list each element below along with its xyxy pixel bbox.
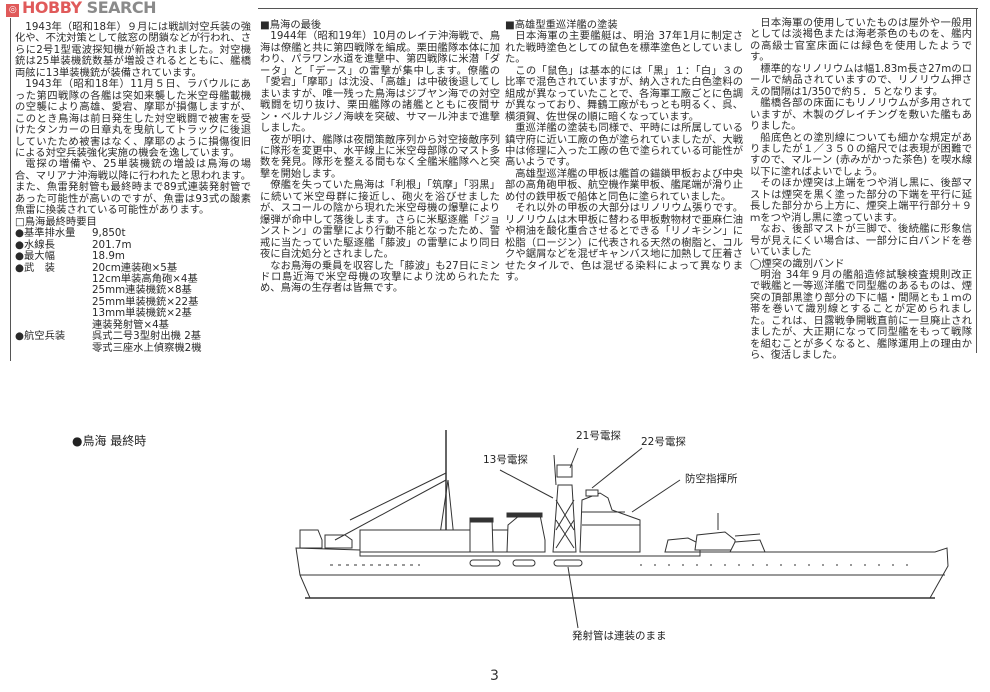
callout-aa-command: 防空指揮所 <box>685 473 738 485</box>
fore-turret <box>729 539 766 553</box>
paragraph: 船底色との塗別線についても細かな規定がありましたが１／３５０の縮尺では表現が困難… <box>750 131 972 178</box>
spec-value: 連装発射管×4基 <box>92 318 169 331</box>
spec-table: ●基準排水量 9,850t ●水線長 201.7m ●最大幅 18.9m ●武 装 20… <box>15 227 251 354</box>
leader-radar13 <box>499 469 554 499</box>
spec-value: 13mm単装機銃×2基 <box>92 307 192 320</box>
page-frame-top <box>258 8 978 9</box>
column-last-battle: ■鳥海の最後 1944年（昭和19年）10月のレイテ沖海戦で、鳥海は僚艦と共に第… <box>260 19 500 295</box>
callout-radar-22: 22号電探 <box>641 436 686 448</box>
paragraph: 明治 34年９月の艦船造修試験検査規則改正で戦艦と一等巡洋艦で同型艦のあるものは… <box>750 268 972 362</box>
hull <box>295 547 949 599</box>
leader-radar21 <box>569 447 579 469</box>
watermark-logo: ◎HOBBY SEARCH <box>6 0 157 17</box>
paragraph: 日本海軍の使用していたものは屋外や一般用としては淡褐色または海老茶色のものを、艦… <box>750 17 972 64</box>
column-history: 1943年（昭和18年）９月には戦訓対空兵装の強化や、不沈対策として舷窓の閉鎖な… <box>15 21 251 354</box>
column-painting: ■高雄型重巡洋艦の塗装 日本海軍の主要艦艇は、明治 37年1月に制定された戦時塗… <box>505 19 743 283</box>
funnel-cap <box>506 512 543 518</box>
spec-value: 9,850t <box>92 227 126 240</box>
paragraph: 1943年（昭和18年）11月５日、ラバウルにあった第四戦隊の各艦は突如来襲した… <box>15 78 251 159</box>
column-linoleum: 日本海軍の使用していたものは屋外や一般用としては淡褐色または海老茶色のものを、艦… <box>750 17 972 362</box>
derrick-boom <box>334 479 447 541</box>
paragraph: 1944年（昭和19年）10月のレイテ沖海戦で、鳥海は僚艦と共に第四戦隊を編成。… <box>260 30 500 135</box>
paragraph: 僚艦を失っていた鳥海は「利根」「筑摩」「羽黒」に続いて米空母群に接近し、砲火を浴… <box>260 179 500 261</box>
paragraph: 高雄型巡洋艦の甲板は艦首の錨鎖甲板および中央部の高角砲甲板、航空機作業甲板、艦尾… <box>505 167 743 203</box>
paragraph: なお鳥海の乗員を収容した「藤波」も27日にミンドロ島近海で米空母機の攻撃により沈… <box>260 259 500 295</box>
paragraph: この「鼠色」は基本的には「黒」１：「白」３の比率で混色されていますが、納入された… <box>505 64 743 123</box>
page-frame-right <box>976 8 977 353</box>
aft-funnel <box>469 517 494 553</box>
spec-title: □鳥海最終時要目 <box>15 215 97 228</box>
logo-search: SEARCH <box>86 0 157 17</box>
paragraph: なお、後部マストが三脚で、後続艦に形象信号が見えにくい場合は、一部分に白バンドを… <box>750 223 972 259</box>
derrick-boom <box>349 472 447 521</box>
aft-turret <box>299 529 323 549</box>
page-number: 3 <box>490 668 499 684</box>
funnel-cap <box>469 517 494 523</box>
paragraph: 日本海軍の主要艦艇は、明治 37年1月に制定された戦時塗色としての鼠色を標準塗色… <box>505 30 743 66</box>
spec-value: 12cm単装高角砲×4基 <box>92 272 198 285</box>
spec-value: 201.7m <box>92 238 132 251</box>
section-heading: ■高雄型重巡洋艦の塗装 <box>505 19 618 31</box>
spec-label: ●航空兵装 <box>15 330 66 343</box>
spec-value: 18.9m <box>92 250 125 263</box>
aft-turret <box>324 534 353 549</box>
leader-torpedo <box>567 566 579 629</box>
spec-label: ●最大幅 <box>15 250 55 263</box>
page-frame-left <box>10 18 11 361</box>
fore-funnel <box>506 514 546 553</box>
radar-21-antenna <box>556 464 573 478</box>
fore-turret <box>694 531 736 551</box>
paragraph: そのほか煙突は上端をつや消し黒に、後部マストは煙突を黒く塗った部分の下端を平行に… <box>750 177 972 224</box>
paragraph: それ以外の甲板の大部分はリノリウム張りです。リノリウムは木甲板に替わる甲板敷物材… <box>505 202 743 283</box>
paragraph: 重巡洋艦の塗装も同様で、平時には所属している鎮守府に近い工廠の色が塗られていまし… <box>505 122 743 169</box>
leader-aa-command <box>631 479 681 513</box>
paragraph: 標準的なリノリウムは幅1.83m長さ27mのロールで納品されていますので、リノリ… <box>750 62 972 98</box>
paragraph: 艦橋各部の床面にもリノリウムが多用されていますが、木製のグレイチングを敷いた艦も… <box>750 97 972 133</box>
torpedo-tubes <box>469 559 583 567</box>
subheading: ◯煙突の識別バンド <box>750 257 845 270</box>
logo-hobby: HOBBY <box>22 0 82 17</box>
foremast-tower <box>552 484 577 553</box>
spec-label: ●基準排水量 <box>15 227 76 240</box>
logo-icon: ◎ <box>6 4 19 17</box>
callout-radar-21: 21号電探 <box>576 430 621 442</box>
leader-radar22 <box>591 447 643 489</box>
paragraph: 電探の増備や、25単装機銃の増設は鳥海の場合、マリアナ沖海戦以降に行われたと思わ… <box>15 158 251 217</box>
spec-value: 25mm単装機銃×22基 <box>92 295 199 308</box>
spec-value: 25mm連装機銃×8基 <box>92 284 192 297</box>
drawing-title: ●鳥海 最終時 <box>72 434 147 448</box>
spec-value: 呉式二号3型射出機 2基 <box>92 330 202 343</box>
paragraph: 夜が明け、艦隊は夜間策敵序列から対空接敵序列に隊形を変更中、水平線上に米空母部隊… <box>260 133 500 180</box>
section-heading: ■鳥海の最後 <box>260 19 322 31</box>
spec-label: ●水線長 <box>15 238 55 251</box>
callout-torpedo-tubes: 発射管は連装のまま <box>572 630 667 642</box>
fore-turret <box>664 537 701 553</box>
spec-label: ●武 装 <box>15 261 55 274</box>
spec-value: 20cm連装砲×5基 <box>92 261 178 274</box>
callout-radar-13: 13号電探 <box>483 454 528 466</box>
paragraph: 1943年（昭和18年）９月には戦訓対空兵装の強化や、不沈対策として舷窓の閉鎖な… <box>15 21 251 79</box>
bridge <box>579 492 641 553</box>
spec-value: 零式三座水上偵察機2機 <box>92 341 202 354</box>
